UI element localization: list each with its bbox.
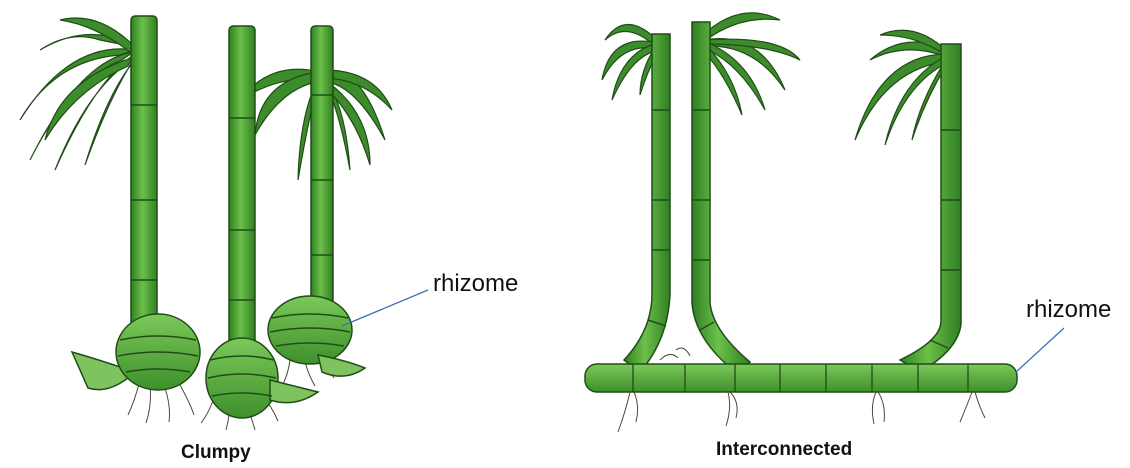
leaf-cluster-culm-2 bbox=[702, 13, 800, 115]
culm-left bbox=[131, 16, 157, 326]
rhizome-clump bbox=[72, 296, 365, 418]
culm-1 bbox=[624, 34, 670, 372]
rhizome-callout-line-left bbox=[342, 290, 428, 326]
rhizome-bulb-middle bbox=[206, 338, 278, 418]
caption-interconnected: Interconnected bbox=[716, 439, 852, 461]
culm-middle bbox=[229, 26, 255, 346]
leaf-cluster-culm-3 bbox=[855, 30, 948, 145]
clumpy-bamboo-illustration bbox=[20, 16, 428, 430]
leaf-cluster-culm-1 bbox=[602, 24, 657, 100]
interconnected-bamboo-illustration bbox=[585, 13, 1064, 432]
rhizome-horizontal bbox=[585, 364, 1017, 392]
rhizome-label-right: rhizome bbox=[1026, 296, 1111, 324]
rhizome-label-left: rhizome bbox=[433, 270, 518, 298]
rhizome-shoot-right bbox=[318, 355, 365, 376]
rhizome-shoot-middle bbox=[270, 380, 318, 403]
rhizome-callout-line-right bbox=[1016, 328, 1064, 372]
culm-right bbox=[311, 26, 333, 316]
leaf-cluster-left-culm bbox=[20, 18, 140, 170]
caption-clumpy: Clumpy bbox=[181, 442, 251, 464]
